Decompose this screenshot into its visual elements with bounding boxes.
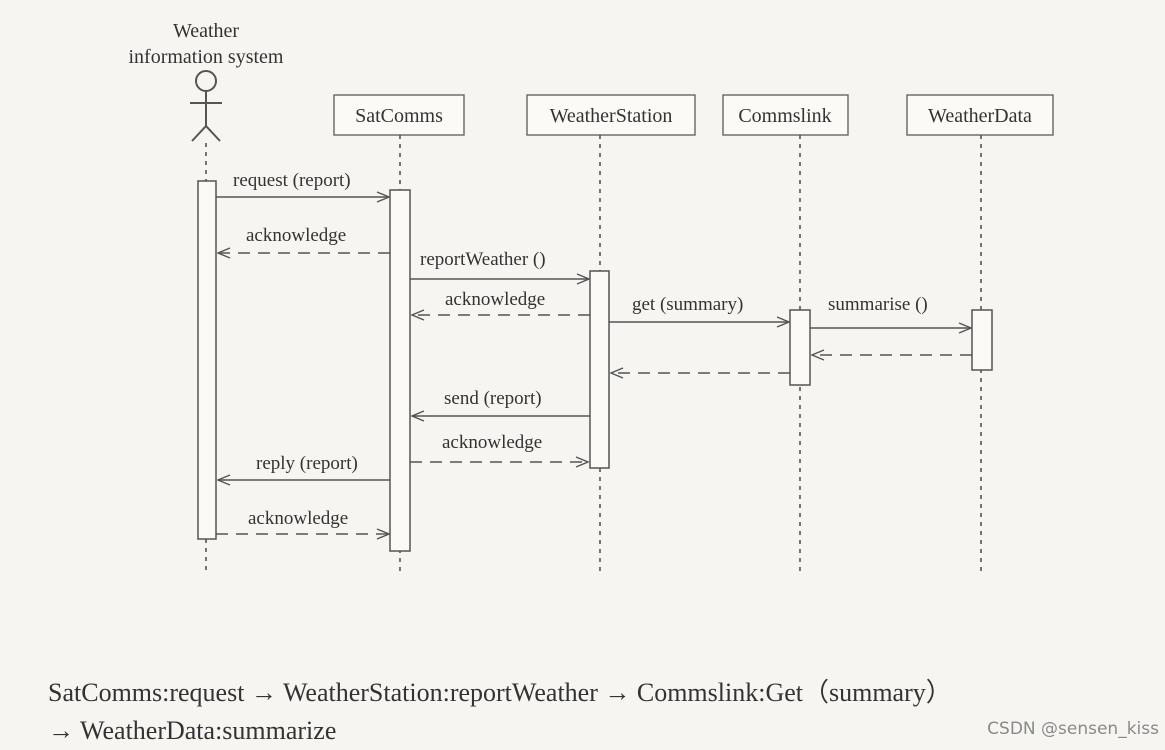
message-label-get-summary: get (summary) <box>632 294 743 315</box>
object-commslink: Commslink <box>722 94 849 575</box>
object-box-commslink <box>722 94 849 136</box>
caption-line-1: SatComms:request → WeatherStation:report… <box>48 678 952 707</box>
message-label-request: request (report) <box>233 170 351 191</box>
message-labels: request (report) acknowledge reportWeath… <box>233 170 928 529</box>
activation-bar-commslink <box>789 309 811 386</box>
actor-activation-bar <box>197 180 217 540</box>
object-box-weatherstation <box>526 94 696 136</box>
object-label-weatherstation: WeatherStation <box>550 105 673 127</box>
object-satcomms: SatComms <box>333 94 465 575</box>
activation-bar-satcomms <box>389 189 411 552</box>
object-box-satcomms <box>333 94 465 136</box>
object-label-commslink: Commslink <box>738 105 831 127</box>
object-label-satcomms: SatComms <box>355 105 443 127</box>
message-label-acknowledge-4: acknowledge <box>248 508 348 529</box>
message-label-reply-report: reply (report) <box>256 453 358 474</box>
object-weatherdata: WeatherData <box>906 94 1054 575</box>
actor: Weather information system <box>129 20 284 575</box>
stick-figure-icon <box>190 70 222 142</box>
activation-bar-weatherstation <box>589 270 610 469</box>
actor-name-line-1: Weather <box>173 20 239 42</box>
message-label-acknowledge-2: acknowledge <box>445 289 545 310</box>
actor-name-line-2: information system <box>129 46 284 68</box>
activation-bar-weatherdata <box>971 309 993 371</box>
message-label-acknowledge-3: acknowledge <box>442 432 542 453</box>
messages <box>216 197 972 534</box>
object-label-weatherdata: WeatherData <box>928 105 1032 127</box>
object-weatherstation: WeatherStation <box>526 94 696 575</box>
message-label-send-report: send (report) <box>444 388 542 409</box>
message-label-acknowledge-1: acknowledge <box>246 225 346 246</box>
watermark: CSDN @sensen_kiss <box>987 719 1159 739</box>
caption-line-2: → WeatherData:summarize <box>48 716 337 745</box>
message-label-report-weather: reportWeather () <box>420 249 546 270</box>
object-box-weatherdata <box>906 94 1054 136</box>
message-label-summarise: summarise () <box>828 294 928 315</box>
